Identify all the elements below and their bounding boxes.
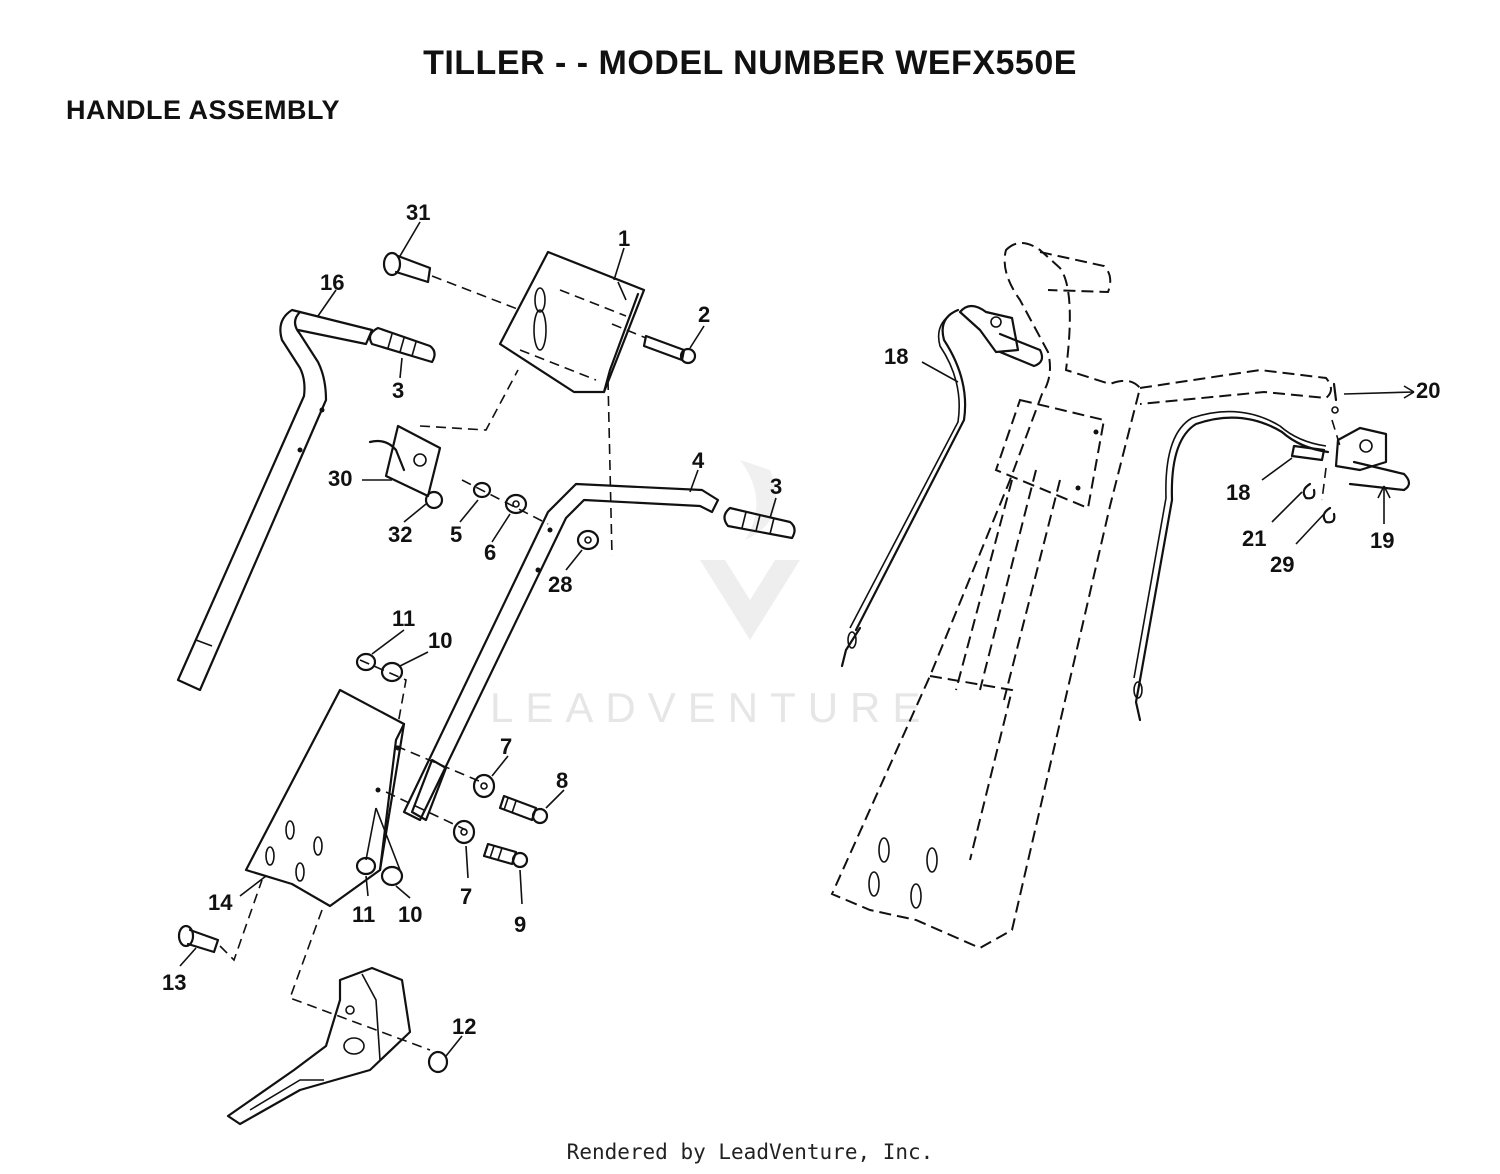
callout-leaders [179, 221, 1415, 1057]
part-7-washer-top[interactable] [472, 773, 496, 799]
part-4-right-handle[interactable] [402, 482, 720, 822]
part-18-cable-left[interactable] [840, 308, 967, 668]
callout-14: 14 [208, 890, 233, 915]
part-18-cable-end[interactable] [1290, 444, 1326, 462]
part-18-throttle-left[interactable] [958, 304, 1044, 368]
watermark-text: LEADVENTURE [490, 684, 932, 731]
callout-21: 21 [1242, 526, 1266, 551]
callout-8: 8 [556, 768, 568, 793]
footer-credit: Rendered by LeadVenture, Inc. [566, 1140, 934, 1164]
callout-11-top: 11 [392, 606, 415, 631]
callout-9: 9 [514, 912, 526, 937]
part-18-cable-right[interactable] [1133, 410, 1330, 722]
part-1-handle-bracket[interactable] [498, 250, 646, 394]
part-2-bolt[interactable] [611, 323, 697, 365]
callout-3-left: 3 [392, 378, 404, 403]
part-29-clip[interactable] [1322, 506, 1336, 524]
callout-7-top: 7 [500, 734, 512, 759]
callout-16: 16 [320, 270, 344, 295]
callout-28: 28 [548, 572, 572, 597]
callout-3-right: 3 [770, 474, 782, 499]
section-title: HANDLE ASSEMBLY [66, 95, 341, 125]
watermark-logo-icon [700, 460, 800, 640]
callout-10-bottom: 10 [398, 902, 422, 927]
callout-5: 5 [450, 522, 462, 547]
page-title: TILLER - - MODEL NUMBER WEFX550E [423, 44, 1077, 82]
part-13-bolt[interactable] [177, 879, 263, 962]
part-10-washer-top[interactable] [380, 661, 404, 683]
callout-19: 19 [1370, 528, 1394, 553]
callout-4: 4 [692, 448, 705, 473]
part-5-washer[interactable] [472, 481, 492, 499]
callout-18-left: 18 [884, 344, 908, 369]
callout-13: 13 [162, 970, 186, 995]
callout-11-bottom: 11 [352, 902, 375, 927]
part-31-bolt[interactable] [382, 251, 521, 311]
part-28-washer[interactable] [576, 529, 600, 551]
part-3-grip-right[interactable] [723, 506, 796, 540]
part-16-left-handle[interactable] [176, 308, 374, 692]
callout-6: 6 [484, 540, 496, 565]
callout-29: 29 [1270, 552, 1294, 577]
part-12-mounting-frame[interactable] [226, 966, 412, 1126]
callout-32: 32 [388, 522, 412, 547]
part-14-plate[interactable] [244, 688, 406, 908]
part-8-bolt[interactable] [498, 794, 549, 825]
part-32-nut[interactable] [424, 490, 444, 510]
callout-7-bottom: 7 [460, 884, 472, 909]
part-19-control-lever[interactable] [1334, 426, 1411, 492]
part-11-nut-bottom[interactable] [355, 856, 377, 876]
part-20-screw[interactable] [1331, 382, 1339, 414]
part-6-washer[interactable] [504, 493, 528, 515]
part-3-grip-left[interactable] [368, 326, 436, 364]
part-11-nut-top[interactable] [355, 652, 377, 672]
callout-20: 20 [1416, 378, 1440, 403]
callout-10-top: 10 [428, 628, 452, 653]
callout-18-right: 18 [1226, 480, 1250, 505]
callout-2: 2 [698, 302, 710, 327]
callout-12: 12 [452, 1014, 476, 1039]
part-12-nut[interactable] [427, 1050, 449, 1074]
callout-30: 30 [328, 466, 352, 491]
part-7-washer-bottom[interactable] [452, 819, 476, 845]
part-10-washer-bottom[interactable] [380, 865, 404, 887]
part-21-clip[interactable] [1302, 482, 1316, 500]
part-9-bolt[interactable] [482, 842, 529, 869]
callout-31: 31 [406, 200, 430, 225]
assembled-handle-frame [830, 242, 1332, 950]
callout-1: 1 [618, 226, 630, 251]
